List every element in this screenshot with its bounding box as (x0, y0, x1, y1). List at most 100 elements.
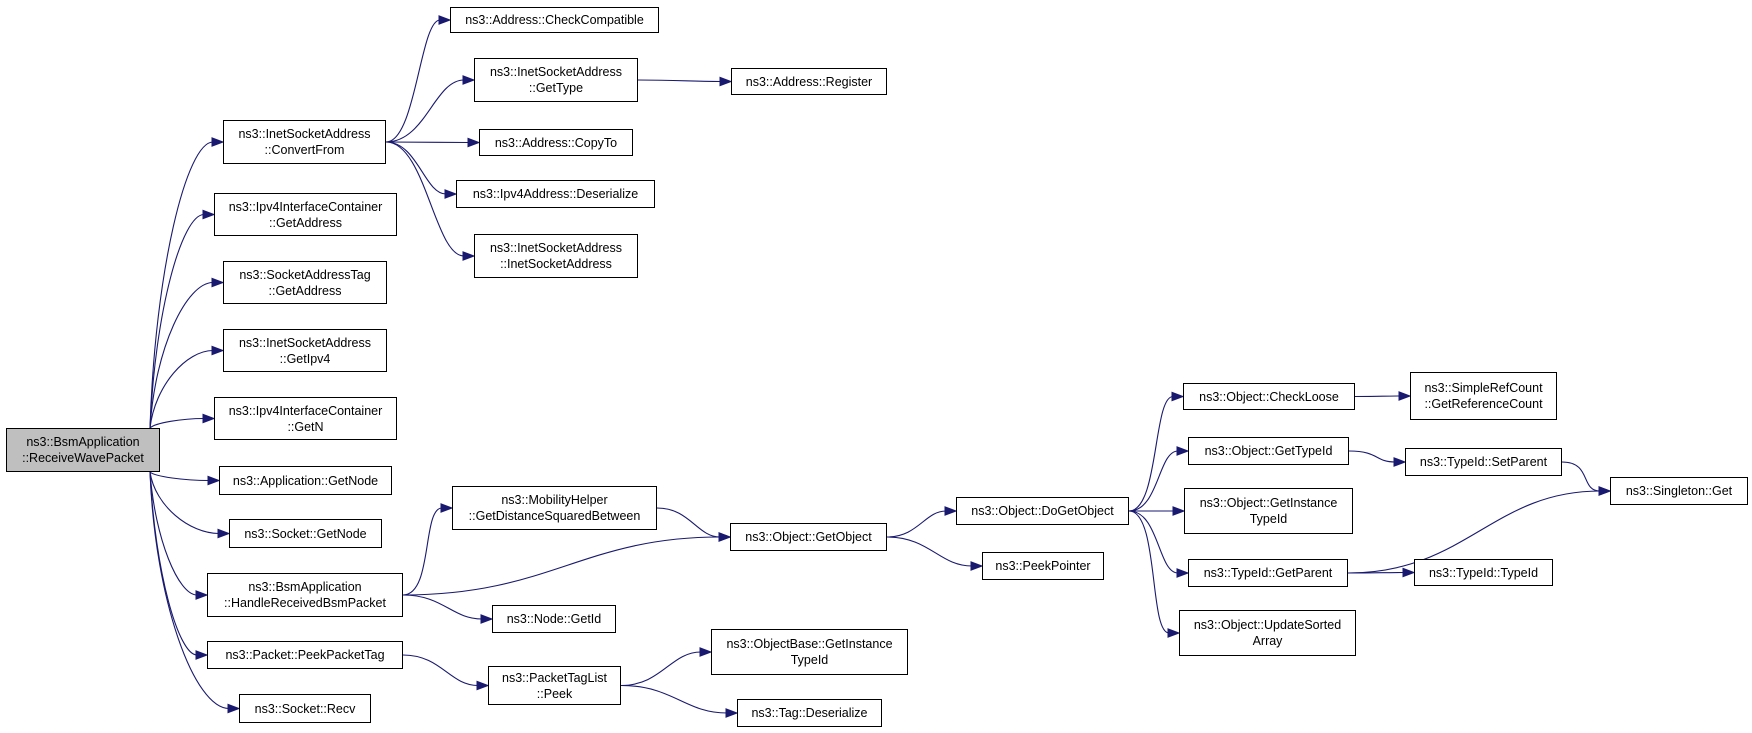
edge-isaGetType-to-addrRegister (637, 79, 722, 83)
edge-root-to-handleRecv (149, 471, 198, 596)
graph-node-tidGetParent[interactable]: ns3::TypeId::GetParent (1188, 559, 1348, 587)
edge-doGetObject-to-checkLoose (1128, 395, 1174, 512)
arrowhead-sockRecv (227, 703, 241, 714)
arrowhead-getObject (718, 532, 732, 542)
graph-node-singletonGet[interactable]: ns3::Singleton::Get (1610, 477, 1748, 505)
edge-root-to-sockGetNode (149, 471, 220, 535)
graph-node-label: ns3::PeekPointer (995, 559, 1091, 573)
graph-node-setParent[interactable]: ns3::TypeId::SetParent (1405, 448, 1562, 476)
graph-node-getRefCount[interactable]: ns3::SimpleRefCount::GetReferenceCount (1410, 372, 1557, 420)
arrowhead-copyTo (467, 137, 481, 148)
arrowhead-obGetInstance (699, 647, 713, 657)
graph-node-label: ns3::Singleton::Get (1625, 484, 1733, 498)
graph-node-label: ::GetN (287, 419, 324, 434)
graph-node-peekPacketTag[interactable]: ns3::Packet::PeekPacketTag (207, 641, 403, 669)
graph-node-label: ::GetType (528, 81, 584, 95)
graph-node-ipv4icGetAddress[interactable]: ns3::Ipv4InterfaceContainer::GetAddress (214, 193, 397, 236)
graph-node-root[interactable]: ns3::BsmApplication::ReceiveWavePacket (6, 428, 160, 472)
graph-node-label: ns3::TypeId::GetParent (1203, 566, 1333, 580)
graph-node-label: ns3::Tag::Deserialize (751, 706, 868, 720)
edge-convertFrom-to-isaGetType (385, 79, 465, 143)
graph-node-label: ns3::Ipv4InterfaceContainer (228, 199, 383, 214)
graph-node-label: ns3::Object::DoGetObject (971, 504, 1114, 518)
arrowhead-tidCtor (1402, 567, 1416, 578)
edge-mobility-to-getObject (656, 507, 721, 538)
graph-node-label: ns3::Object::GetInstance (1199, 496, 1338, 510)
arrowhead-tidGetParent (1176, 568, 1190, 578)
arrowhead-singletonGet (1598, 486, 1612, 496)
graph-node-isaGetType[interactable]: ns3::InetSocketAddress::GetType (474, 58, 638, 102)
graph-node-label: ns3::Socket::GetNode (244, 526, 367, 541)
graph-node-label: ns3::InetSocketAddress (238, 335, 372, 350)
graph-node-label: ns3::Ipv4InterfaceContainer (228, 403, 383, 418)
graph-node-sockGetNode[interactable]: ns3::Socket::GetNode (229, 519, 382, 548)
arrowhead-tagDeserialize (725, 708, 739, 718)
edge-getObject-to-peekPointer (886, 536, 973, 567)
arrowhead-updateSorted (1167, 628, 1181, 638)
arrowhead-getRefCount (1398, 391, 1412, 401)
graph-node-getObject[interactable]: ns3::Object::GetObject (730, 523, 887, 551)
arrowhead-ipv4icGetAddress (202, 209, 216, 220)
edge-objGetTypeId-to-setParent (1348, 450, 1396, 463)
graph-node-label: ns3::InetSocketAddress (238, 127, 371, 141)
graph-node-label: ::Peek (536, 686, 573, 701)
graph-node-peekPointer[interactable]: ns3::PeekPointer (982, 552, 1104, 580)
graph-node-label: ns3::TypeId::TypeId (1428, 565, 1539, 580)
graph-node-label: ns3::Object::CheckLoose (1199, 389, 1339, 404)
call-graph-edges (149, 15, 1612, 718)
edge-root-to-isaGetIpv4 (149, 349, 214, 429)
graph-node-satGetAddress[interactable]: ns3::SocketAddressTag::GetAddress (223, 261, 387, 304)
graph-node-convertFrom[interactable]: ns3::InetSocketAddress::ConvertFrom (223, 120, 386, 164)
edge-root-to-appGetNode (149, 471, 210, 482)
graph-node-doGetObject[interactable]: ns3::Object::DoGetObject (956, 497, 1129, 525)
arrowhead-ptlPeek (476, 680, 490, 691)
graph-node-addrRegister[interactable]: ns3::Address::Register (731, 68, 887, 95)
arrowhead-ipv4icGetN (202, 413, 216, 424)
graph-node-label: ns3::MobilityHelper (501, 493, 608, 507)
arrowhead-doGetObject (944, 506, 958, 516)
graph-node-checkCompatible[interactable]: ns3::Address::CheckCompatible (450, 7, 659, 33)
edge-doGetObject-to-tidGetParent (1128, 510, 1179, 574)
graph-node-tagDeserialize[interactable]: ns3::Tag::Deserialize (737, 699, 882, 727)
graph-node-copyTo[interactable]: ns3::Address::CopyTo (479, 129, 633, 156)
graph-node-label: ::GetDistanceSquaredBetween (468, 509, 641, 523)
edge-root-to-sockRecv (149, 471, 230, 710)
arrowhead-convertFrom (211, 137, 225, 147)
edge-convertFrom-to-isaCtor (385, 141, 465, 257)
graph-node-label: ns3::SocketAddressTag (239, 267, 371, 282)
graph-node-isaGetIpv4[interactable]: ns3::InetSocketAddress::GetIpv4 (223, 329, 387, 372)
graph-node-label: ns3::BsmApplication (248, 580, 362, 594)
arrowhead-checkLoose (1171, 391, 1185, 402)
graph-node-label: ns3::TypeId::SetParent (1419, 455, 1548, 469)
graph-node-sockRecv[interactable]: ns3::Socket::Recv (239, 694, 371, 723)
graph-node-ipv4Deserialize[interactable]: ns3::Ipv4Address::Deserialize (456, 180, 655, 208)
graph-node-nodeGetId[interactable]: ns3::Node::GetId (492, 605, 616, 633)
arrowhead-isaGetType (462, 75, 476, 85)
arrowhead-sockGetNode (217, 528, 231, 539)
graph-node-label: ns3::ObjectBase::GetInstance (726, 637, 893, 651)
arrowhead-isaCtor (462, 251, 476, 261)
graph-node-appGetNode[interactable]: ns3::Application::GetNode (219, 466, 392, 495)
graph-node-ipv4icGetN[interactable]: ns3::Ipv4InterfaceContainer::GetN (214, 397, 397, 440)
edge-tidGetParent-to-singletonGet (1347, 490, 1601, 574)
arrowhead-satGetAddress (211, 277, 225, 288)
graph-node-label: ns3::Ipv4Address::Deserialize (472, 187, 639, 201)
graph-node-mobility[interactable]: ns3::MobilityHelper::GetDistanceSquaredB… (452, 486, 657, 530)
edge-tidGetParent-to-tidCtor (1347, 571, 1405, 574)
graph-node-label: ns3::Address::Register (745, 74, 873, 89)
arrowhead-addrRegister (719, 76, 733, 87)
edge-handleRecv-to-nodeGetId (402, 594, 483, 620)
graph-node-tidCtor[interactable]: ns3::TypeId::TypeId (1414, 559, 1553, 586)
graph-node-objGetTypeId[interactable]: ns3::Object::GetTypeId (1188, 437, 1349, 465)
graph-node-isaCtor[interactable]: ns3::InetSocketAddress::InetSocketAddres… (474, 234, 638, 278)
edge-ptlPeek-to-tagDeserialize (620, 684, 728, 714)
graph-node-handleRecv[interactable]: ns3::BsmApplication::HandleReceivedBsmPa… (207, 573, 403, 617)
graph-node-checkLoose[interactable]: ns3::Object::CheckLoose (1183, 383, 1355, 410)
graph-node-label: ::InetSocketAddress (500, 257, 612, 271)
arrowhead-objGetTypeId (1176, 446, 1190, 456)
graph-node-ptlPeek[interactable]: ns3::PacketTagList::Peek (488, 666, 621, 705)
